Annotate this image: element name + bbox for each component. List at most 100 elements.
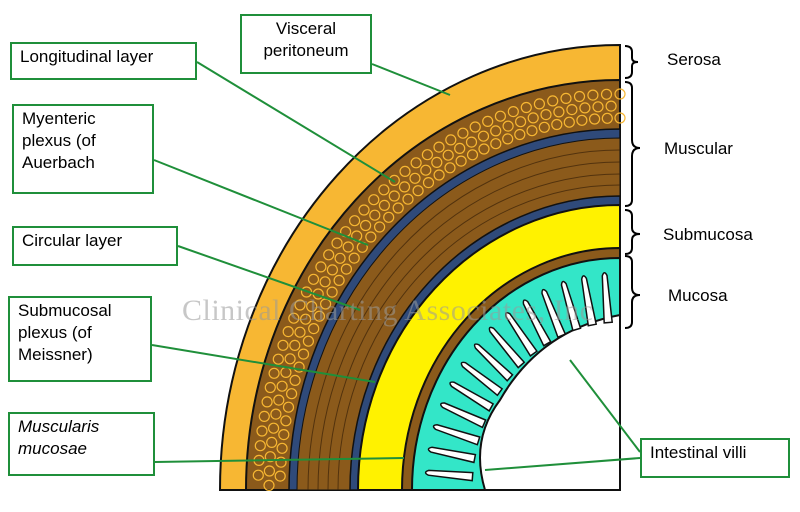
villus-gap bbox=[522, 299, 552, 347]
muscle-fiber-circle bbox=[388, 174, 400, 186]
muscle-fiber-circle bbox=[527, 112, 539, 124]
muscle-fiber-circle bbox=[520, 101, 532, 114]
muscle-fiber-circle bbox=[252, 469, 264, 481]
muscle-fiber-circle bbox=[297, 348, 310, 360]
layer-submucosa: Submucosa bbox=[663, 225, 753, 244]
muscle-fiber-circle bbox=[579, 102, 591, 114]
muscle-fiber-circle bbox=[576, 114, 588, 126]
muscle-fiber-circle bbox=[588, 113, 601, 125]
muscle-fiber-circle bbox=[282, 401, 295, 413]
muscle-fiber-circle bbox=[326, 264, 338, 276]
muscle-fiber-circle bbox=[478, 143, 490, 155]
muscle-fiber-circle bbox=[409, 172, 421, 184]
villus-gap bbox=[473, 343, 514, 382]
muscle-fiber-circle bbox=[256, 425, 268, 437]
muscle-fiber-circle bbox=[263, 465, 275, 477]
muscle-fiber-circle bbox=[398, 181, 411, 193]
muscle-fiber-circle bbox=[342, 241, 354, 253]
muscle-fiber-circle bbox=[349, 215, 361, 227]
villus-gap bbox=[440, 402, 487, 429]
muscle-fiber-circle bbox=[293, 361, 305, 373]
muscle-fiber-circle bbox=[263, 479, 275, 491]
muscle-fiber-circle bbox=[319, 276, 331, 288]
muscle-fiber-circle bbox=[465, 136, 478, 148]
longitudinal-circles bbox=[252, 88, 626, 491]
muscle-fiber-circle bbox=[334, 252, 346, 264]
muscle-fiber-circle bbox=[421, 149, 433, 161]
muscle-fiber-circle bbox=[282, 326, 294, 338]
muscle-fiber-circle bbox=[278, 429, 290, 441]
villus-gap bbox=[601, 271, 614, 324]
label-visceral-peritoneum: Visceral peritoneum bbox=[240, 14, 372, 74]
villus-gap bbox=[580, 275, 598, 327]
muscle-fiber-circle bbox=[507, 105, 519, 118]
muscle-fiber-circle bbox=[412, 185, 424, 197]
muscle-fiber-circle bbox=[313, 310, 325, 322]
muscle-fiber-circle bbox=[378, 199, 390, 211]
layer-muscular: Muscular bbox=[664, 139, 733, 158]
muscle-fiber-circle bbox=[277, 339, 289, 351]
muscle-fiber-circle bbox=[273, 394, 285, 406]
muscle-fiber-circle bbox=[272, 353, 284, 365]
muscle-fiber-circle bbox=[469, 121, 481, 133]
villus-gap bbox=[432, 424, 481, 446]
muscle-fiber-circle bbox=[320, 298, 332, 310]
label-intestinal-villi: Intestinal villi bbox=[640, 438, 790, 478]
muscle-fiber-circle bbox=[326, 286, 338, 298]
watermark: Clinical Charting Associates, Inc bbox=[182, 294, 594, 327]
muscle-fiber-circle bbox=[315, 261, 327, 273]
muscle-fiber-circle bbox=[433, 141, 445, 153]
muscle-fiber-circle bbox=[270, 408, 282, 420]
muscle-fiber-circle bbox=[433, 169, 445, 181]
circular-fibers bbox=[307, 149, 621, 491]
muscle-fiber-circle bbox=[587, 89, 599, 101]
muscle-fiber-circle bbox=[268, 367, 280, 379]
muscle-fiber-circle bbox=[457, 127, 469, 139]
muscle-fiber-circle bbox=[289, 339, 301, 351]
villus-gap bbox=[424, 469, 474, 482]
villus-gap bbox=[560, 280, 582, 332]
label-myenteric-plexus: Myenteric plexus (of Auerbach bbox=[12, 104, 154, 194]
muscle-fiber-circle bbox=[294, 326, 306, 338]
muscle-fiber-circle bbox=[538, 121, 550, 133]
muscle-fiber-circle bbox=[275, 456, 287, 468]
muscle-fiber-circle bbox=[455, 155, 467, 167]
muscle-fiber-circle bbox=[514, 128, 526, 141]
muscle-fiber-circle bbox=[261, 396, 273, 408]
muscle-fiber-circle bbox=[600, 88, 613, 100]
muscle-fiber-circle bbox=[258, 410, 270, 422]
muscle-fiber-circle bbox=[331, 237, 343, 249]
layer-mucosa: Mucosa bbox=[668, 286, 728, 305]
muscle-fiber-circle bbox=[494, 110, 506, 122]
muscle-fiber-circle bbox=[573, 90, 586, 103]
muscle-fiber-circle bbox=[374, 221, 386, 233]
muscle-fiber-circle bbox=[466, 149, 479, 161]
muscle-fiber-circle bbox=[490, 125, 502, 137]
label-submucosal-plexus: Submucosal plexus (of Meissner) bbox=[8, 296, 152, 382]
muscle-fiber-circle bbox=[266, 436, 278, 448]
muscle-fiber-circle bbox=[445, 134, 457, 146]
muscle-fiber-circle bbox=[280, 415, 292, 427]
muscle-fiber-circle bbox=[551, 118, 563, 131]
layer-serosa: Serosa bbox=[667, 50, 721, 69]
muscle-fiber-circle bbox=[454, 142, 466, 154]
muscle-fiber-circle bbox=[399, 165, 411, 177]
muscle-fiber-circle bbox=[289, 374, 301, 386]
muscle-fiber-circle bbox=[254, 440, 266, 452]
muscle-fiber-circle bbox=[388, 190, 400, 202]
muscle-fiber-circle bbox=[333, 274, 345, 286]
muscle-fiber-circle bbox=[402, 193, 414, 205]
muscle-fiber-circle bbox=[547, 95, 559, 107]
muscle-fiber-circle bbox=[302, 335, 314, 347]
muscle-fiber-circle bbox=[514, 116, 527, 128]
muscle-fiber-circle bbox=[365, 231, 377, 243]
label-muscularis-mucosae: Muscularis mucosae bbox=[8, 412, 155, 476]
muscle-fiber-circle bbox=[502, 120, 514, 132]
muscle-fiber-circle bbox=[358, 204, 370, 216]
villus-gap bbox=[488, 326, 526, 369]
muscle-fiber-circle bbox=[378, 184, 390, 196]
muscle-fiber-circle bbox=[614, 112, 626, 124]
muscle-fiber-circle bbox=[431, 156, 443, 168]
muscle-fiber-circle bbox=[323, 249, 335, 261]
leader-lines bbox=[151, 61, 641, 471]
